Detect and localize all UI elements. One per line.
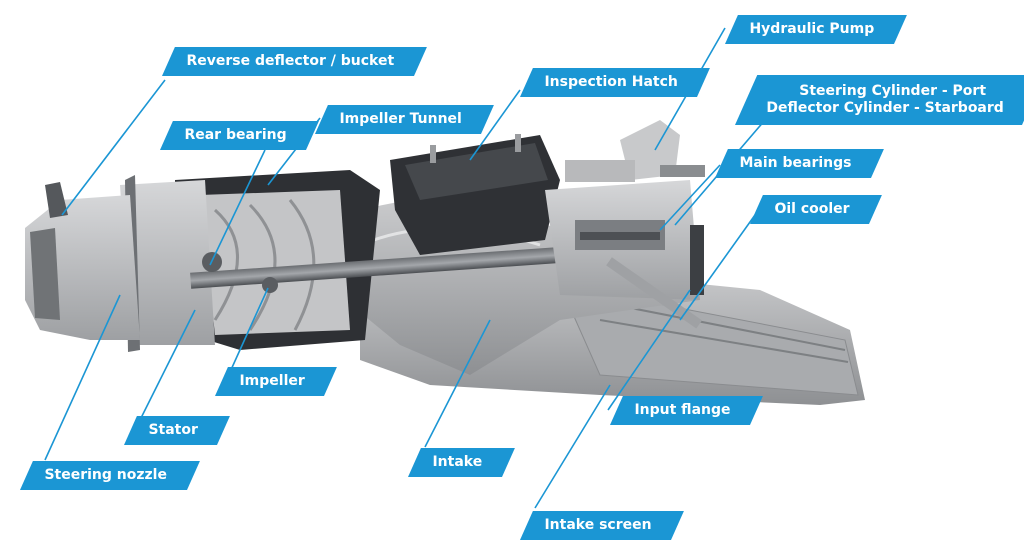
input-flange-part [606,225,704,329]
label-reverse-deflector: Reverse deflector / bucket [162,47,427,76]
label-steering-cylinder: Steering Cylinder - Port [799,83,987,99]
label-rear-bearing: Rear bearing [160,121,320,150]
label-inspection-hatch: Inspection Hatch [520,68,711,97]
label-intake-screen: Intake screen [520,511,685,540]
impeller-tunnel-part [175,170,380,350]
hydraulic-pump-part [565,120,705,182]
impeller-hub [262,277,278,293]
label-input-flange: Input flange [610,396,763,425]
steering-nozzle-part [25,182,140,340]
label-hydraulic-pump: Hydraulic Pump [725,15,907,44]
label-oil-cooler: Oil cooler [750,195,883,224]
label-intake: Intake [408,448,515,477]
label-impeller: Impeller [215,367,338,396]
main-bearings-part [545,180,700,300]
label-steering-deflector-cylinders: Steering Cylinder - Port Deflector Cylin… [735,75,1024,125]
label-main-bearings: Main bearings [715,149,884,178]
label-steering-nozzle: Steering nozzle [20,461,200,490]
label-deflector-cylinder: Deflector Cylinder - Starboard [766,100,1004,116]
inspection-hatch-part [390,134,560,255]
label-stator: Stator [124,416,231,445]
label-impeller-tunnel: Impeller Tunnel [315,105,495,134]
